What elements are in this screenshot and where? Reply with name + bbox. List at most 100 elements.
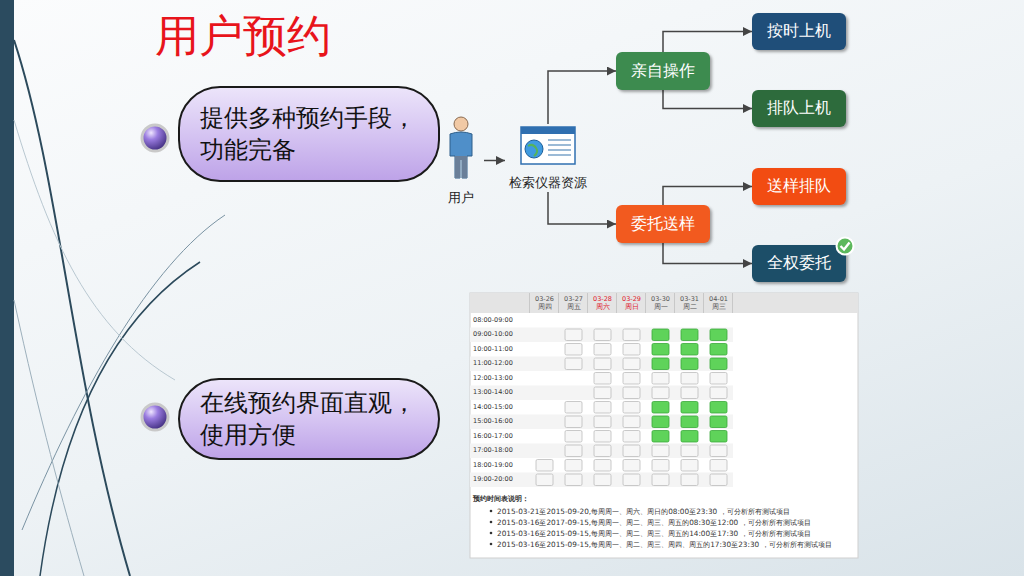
empty-slot bbox=[536, 474, 553, 486]
available-slot bbox=[652, 431, 669, 443]
date-header: 03-28 bbox=[588, 296, 617, 303]
date-header: 03-29 bbox=[617, 296, 646, 303]
empty-slot bbox=[594, 445, 611, 457]
available-slot bbox=[652, 344, 669, 356]
empty-slot bbox=[594, 474, 611, 486]
screenshot-frame bbox=[470, 293, 858, 558]
note-text: 2015-03-16至2015-09-15,每周周一、周二、周三、周四、周五的1… bbox=[497, 541, 832, 548]
empty-slot bbox=[623, 344, 640, 356]
date-header: 03-31 bbox=[675, 296, 704, 303]
decor-curve bbox=[14, 300, 84, 576]
result-box: 排队上机 bbox=[752, 90, 846, 127]
header-separator bbox=[587, 293, 588, 313]
table-row-stripe bbox=[470, 328, 733, 343]
available-slot bbox=[710, 358, 727, 370]
empty-slot bbox=[565, 329, 582, 341]
empty-slot bbox=[681, 445, 698, 457]
empty-slot bbox=[623, 358, 640, 370]
date-header: 04-01 bbox=[704, 296, 733, 303]
result-box: 全权委托 bbox=[752, 245, 846, 282]
node-text: 提供多种预约手段， 功能完备 bbox=[200, 102, 428, 167]
available-slot bbox=[681, 358, 698, 370]
available-slot bbox=[710, 344, 727, 356]
available-slot bbox=[710, 416, 727, 428]
empty-slot bbox=[623, 329, 640, 341]
empty-slot bbox=[594, 416, 611, 428]
empty-slot bbox=[594, 387, 611, 399]
available-slot bbox=[681, 329, 698, 341]
time-slot: 08:00-09:00 bbox=[473, 317, 513, 324]
available-slot bbox=[681, 416, 698, 428]
time-slot: 14:00-15:00 bbox=[473, 404, 513, 411]
empty-slot bbox=[565, 445, 582, 457]
note-bullet bbox=[490, 543, 493, 546]
decor-curve bbox=[22, 215, 225, 530]
header-separator bbox=[732, 293, 733, 313]
weekday-header: 周三 bbox=[704, 304, 733, 311]
available-slot bbox=[710, 402, 727, 414]
empty-slot bbox=[681, 460, 698, 472]
empty-slot bbox=[594, 358, 611, 370]
empty-slot bbox=[623, 474, 640, 486]
empty-slot bbox=[565, 358, 582, 370]
note-heading: 预约时间表说明： bbox=[473, 495, 529, 502]
time-slot: 10:00-11:00 bbox=[473, 346, 513, 353]
time-slot: 11:00-12:00 bbox=[473, 360, 513, 367]
empty-slot bbox=[565, 344, 582, 356]
weekday-header: 周六 bbox=[588, 304, 617, 311]
weekday-header: 周五 bbox=[559, 304, 588, 311]
time-slot: 12:00-13:00 bbox=[473, 375, 513, 382]
empty-slot bbox=[565, 402, 582, 414]
note-text: 2015-03-21至2015-09-20,每周周一、周六、周日的08:00至2… bbox=[497, 508, 790, 515]
slide-title: 用户预约 bbox=[155, 12, 331, 60]
empty-slot bbox=[710, 387, 727, 399]
header-separator bbox=[703, 293, 704, 313]
note-bullet bbox=[490, 521, 493, 524]
empty-slot bbox=[681, 387, 698, 399]
node-text: 送样排队 bbox=[767, 176, 831, 197]
empty-slot bbox=[710, 445, 727, 457]
time-slot: 13:00-14:00 bbox=[473, 389, 513, 396]
header-separator bbox=[616, 293, 617, 313]
time-slot: 09:00-10:00 bbox=[473, 331, 513, 338]
available-slot bbox=[652, 416, 669, 428]
table-row-stripe bbox=[470, 386, 733, 401]
empty-slot bbox=[594, 402, 611, 414]
empty-slot bbox=[623, 445, 640, 457]
node-text: 检索仪器资源 bbox=[509, 174, 587, 192]
booking-screenshot bbox=[470, 293, 858, 558]
node-text: 委托送样 bbox=[631, 214, 695, 235]
empty-slot bbox=[565, 431, 582, 443]
empty-slot bbox=[681, 474, 698, 486]
empty-slot bbox=[594, 329, 611, 341]
result-box: 按时上机 bbox=[752, 13, 846, 50]
available-slot bbox=[681, 431, 698, 443]
empty-slot bbox=[565, 474, 582, 486]
time-slot: 17:00-18:00 bbox=[473, 447, 513, 454]
bullet-sphere bbox=[142, 404, 168, 430]
note-text: 2015-03-16至2017-09-15,每周周一、周二、周三、周五的08:3… bbox=[497, 519, 811, 526]
time-slot: 15:00-16:00 bbox=[473, 418, 513, 425]
option-box: 委托送样 bbox=[616, 205, 710, 243]
empty-slot bbox=[710, 373, 727, 385]
empty-slot bbox=[681, 373, 698, 385]
empty-slot bbox=[710, 460, 727, 472]
node-text: 按时上机 bbox=[767, 21, 831, 42]
date-header: 03-26 bbox=[530, 296, 559, 303]
empty-slot bbox=[594, 431, 611, 443]
check-badge bbox=[835, 236, 855, 256]
empty-slot bbox=[565, 416, 582, 428]
available-slot bbox=[681, 402, 698, 414]
decor-curve bbox=[14, 40, 130, 576]
flow-arrow bbox=[663, 243, 752, 264]
side-bar bbox=[0, 0, 14, 576]
empty-slot bbox=[652, 445, 669, 457]
empty-slot bbox=[565, 460, 582, 472]
flow-arrow bbox=[548, 192, 616, 224]
table-row-stripe bbox=[470, 357, 733, 372]
flow-arrow bbox=[663, 187, 752, 206]
table-row-stripe bbox=[470, 473, 733, 488]
empty-slot bbox=[623, 416, 640, 428]
